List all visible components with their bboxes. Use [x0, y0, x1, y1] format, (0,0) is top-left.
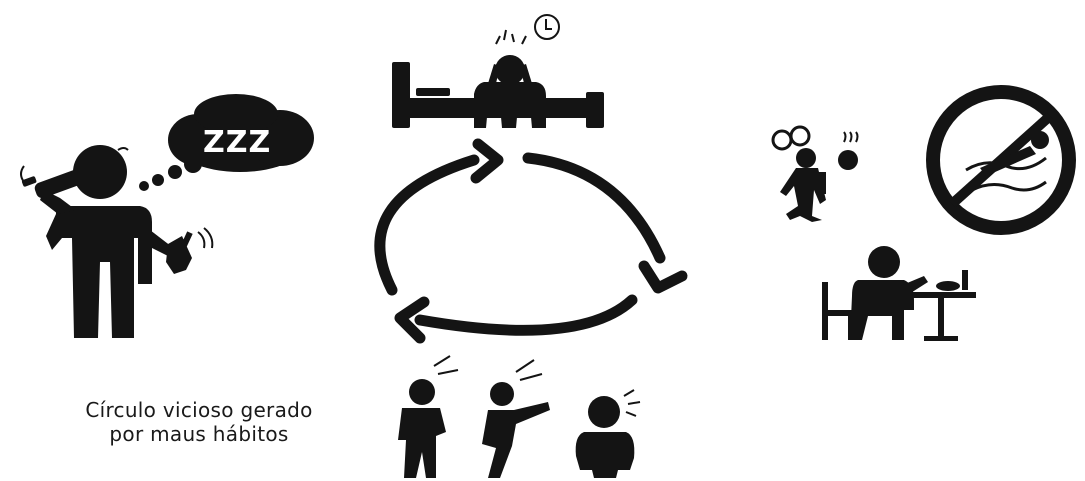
smoking-person-icon — [773, 127, 858, 222]
no-swimming-sign-icon — [933, 92, 1069, 228]
eating-alone-icon — [822, 246, 976, 341]
drinking-man-icon — [21, 145, 212, 338]
sleep-bubble-text: ZZZ — [203, 125, 271, 160]
caption-line-1: Círculo vicioso gerado — [18, 398, 380, 422]
diagram-caption: Círculo vicioso gerado por maus hábitos — [18, 398, 380, 446]
cycle-arrows-icon — [380, 144, 682, 338]
caption-line-2: por maus hábitos — [18, 422, 380, 446]
arguing-people-icon — [398, 356, 550, 478]
stressed-person-icon — [576, 390, 640, 478]
thought-bubble-icon: ZZZ — [139, 94, 314, 191]
clock-icon — [535, 15, 559, 39]
insomnia-bed-icon — [392, 30, 604, 128]
